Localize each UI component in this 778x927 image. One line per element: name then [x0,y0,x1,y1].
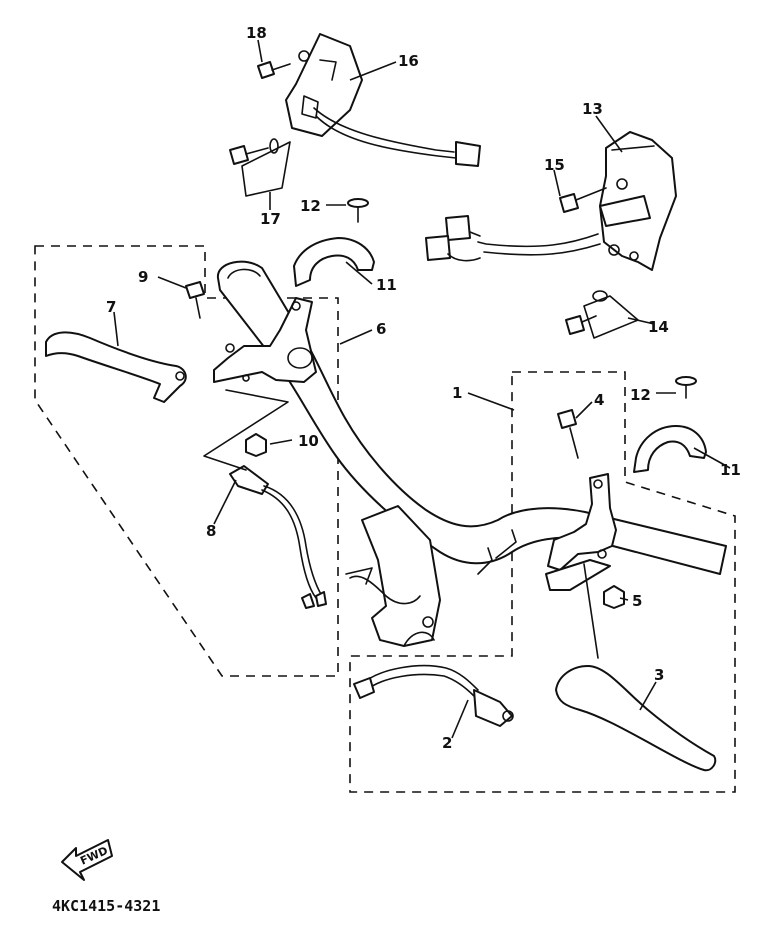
clutch-switch [229,465,327,609]
fwd-arrow-icon: FWD [61,839,113,881]
callout-12-left: 12 [300,197,321,215]
callout-7: 7 [106,298,116,316]
brake-lever [555,665,717,772]
callout-13: 13 [582,100,603,118]
handlebar [216,260,727,647]
left-assembly-frame [34,245,339,677]
handlebar-holder-left [293,237,375,287]
handlebar-holder-right [633,425,707,473]
callout-11-left: 11 [376,276,397,294]
callout-11-right: 11 [720,461,741,479]
screw-12-left [347,198,369,223]
brake-lever-holder [545,473,617,591]
switch-screw-14 [565,290,639,339]
clutch-lever-holder [213,297,317,383]
leader-lines [113,39,731,739]
holder-nut-left [245,433,267,457]
callout-8: 8 [206,522,216,540]
right-assembly-frame [349,371,736,793]
callout-labels: 1 2 3 4 5 6 7 8 9 10 11 11 12 12 13 14 1… [106,24,741,752]
screw-12-right [675,376,697,399]
callout-12-right: 12 [630,386,651,404]
callout-5: 5 [632,592,642,610]
lever-bolt [557,409,579,459]
callout-14: 14 [648,318,669,336]
callout-4: 4 [594,391,604,409]
switch-screw-left [229,138,291,197]
handlebar-switch-left [285,33,481,167]
lever-nut [603,585,625,609]
diagram-code: 4KC1415-4321 [52,897,160,915]
callout-3: 3 [654,666,664,684]
callout-18: 18 [246,24,267,42]
holder-bolt-left [185,281,205,319]
callout-17: 17 [260,210,281,228]
assembly-hint-line [203,389,289,471]
callout-15: 15 [544,156,565,174]
callout-16: 16 [398,52,419,70]
callout-10: 10 [298,432,319,450]
callout-6: 6 [376,320,386,338]
switch-screw-top [257,50,310,79]
handlebar-switch-right [425,131,677,271]
switch-screw-15 [559,178,628,213]
callout-9: 9 [138,268,148,286]
callout-2: 2 [442,734,452,752]
clutch-lever [45,331,187,403]
lever-pivot-line [583,563,599,659]
callout-1: 1 [452,384,462,402]
brake-switch [353,664,514,727]
